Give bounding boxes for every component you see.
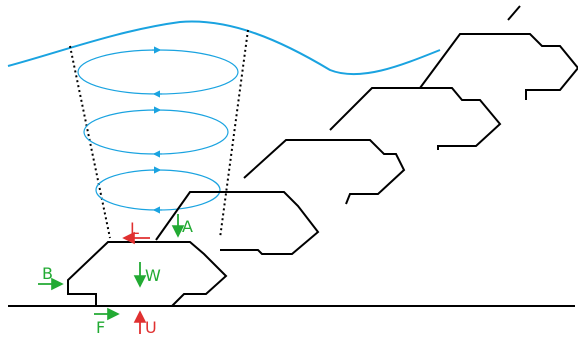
vortex-loop-top	[77, 49, 239, 95]
block-3-outline	[243, 139, 406, 205]
block-5-outline	[419, 33, 578, 100]
force-label-L: L	[130, 219, 139, 238]
force-label-F: F	[96, 318, 105, 337]
water-surface-wave	[7, 20, 441, 76]
block-4-outline	[329, 87, 502, 150]
vortex-loop-middle	[83, 109, 229, 155]
vortex-funnel-left	[69, 45, 111, 239]
force-label-A: A	[182, 217, 193, 236]
force-label-W: W	[145, 266, 161, 285]
block-2-outline	[155, 191, 320, 255]
force-label-B: B	[42, 264, 53, 283]
vortex-loop-bottom	[95, 169, 221, 211]
block-1-outline	[67, 241, 228, 307]
block-top-edge	[507, 5, 521, 21]
force-label-U: U	[145, 318, 157, 337]
vortex-funnel-right	[219, 29, 249, 239]
